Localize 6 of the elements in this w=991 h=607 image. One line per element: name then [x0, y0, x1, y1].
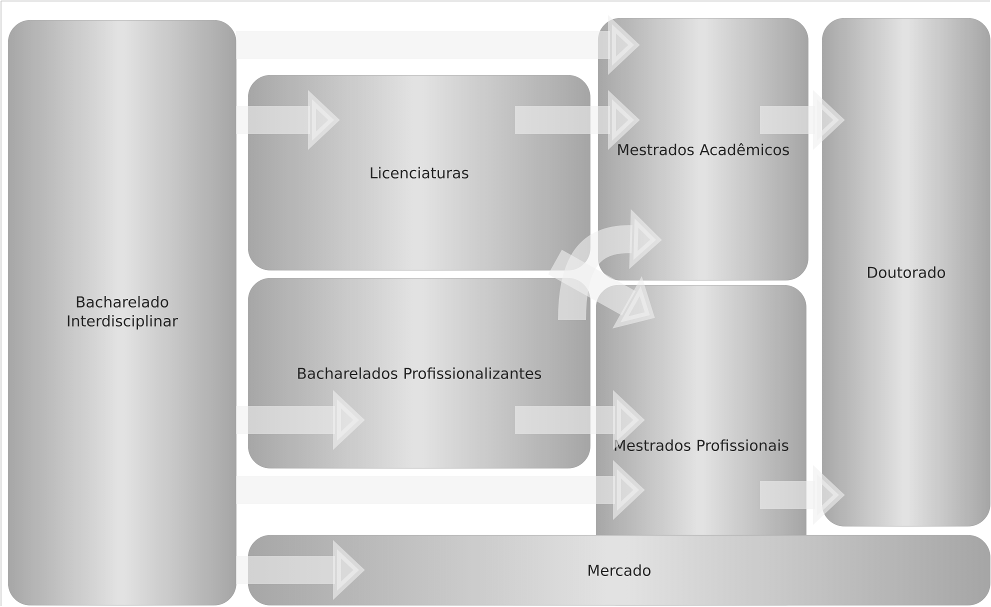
process-box: Bacharelado Interdisciplinar: [8, 20, 236, 606]
process-box: Bacharelados Profissionalizantes: [248, 278, 590, 468]
process-box: Mestrados Acadêmicos: [598, 18, 808, 280]
process-box: Licenciaturas: [248, 75, 590, 270]
process-box: Mercado: [248, 535, 990, 606]
process-box: Doutorado: [822, 18, 990, 526]
